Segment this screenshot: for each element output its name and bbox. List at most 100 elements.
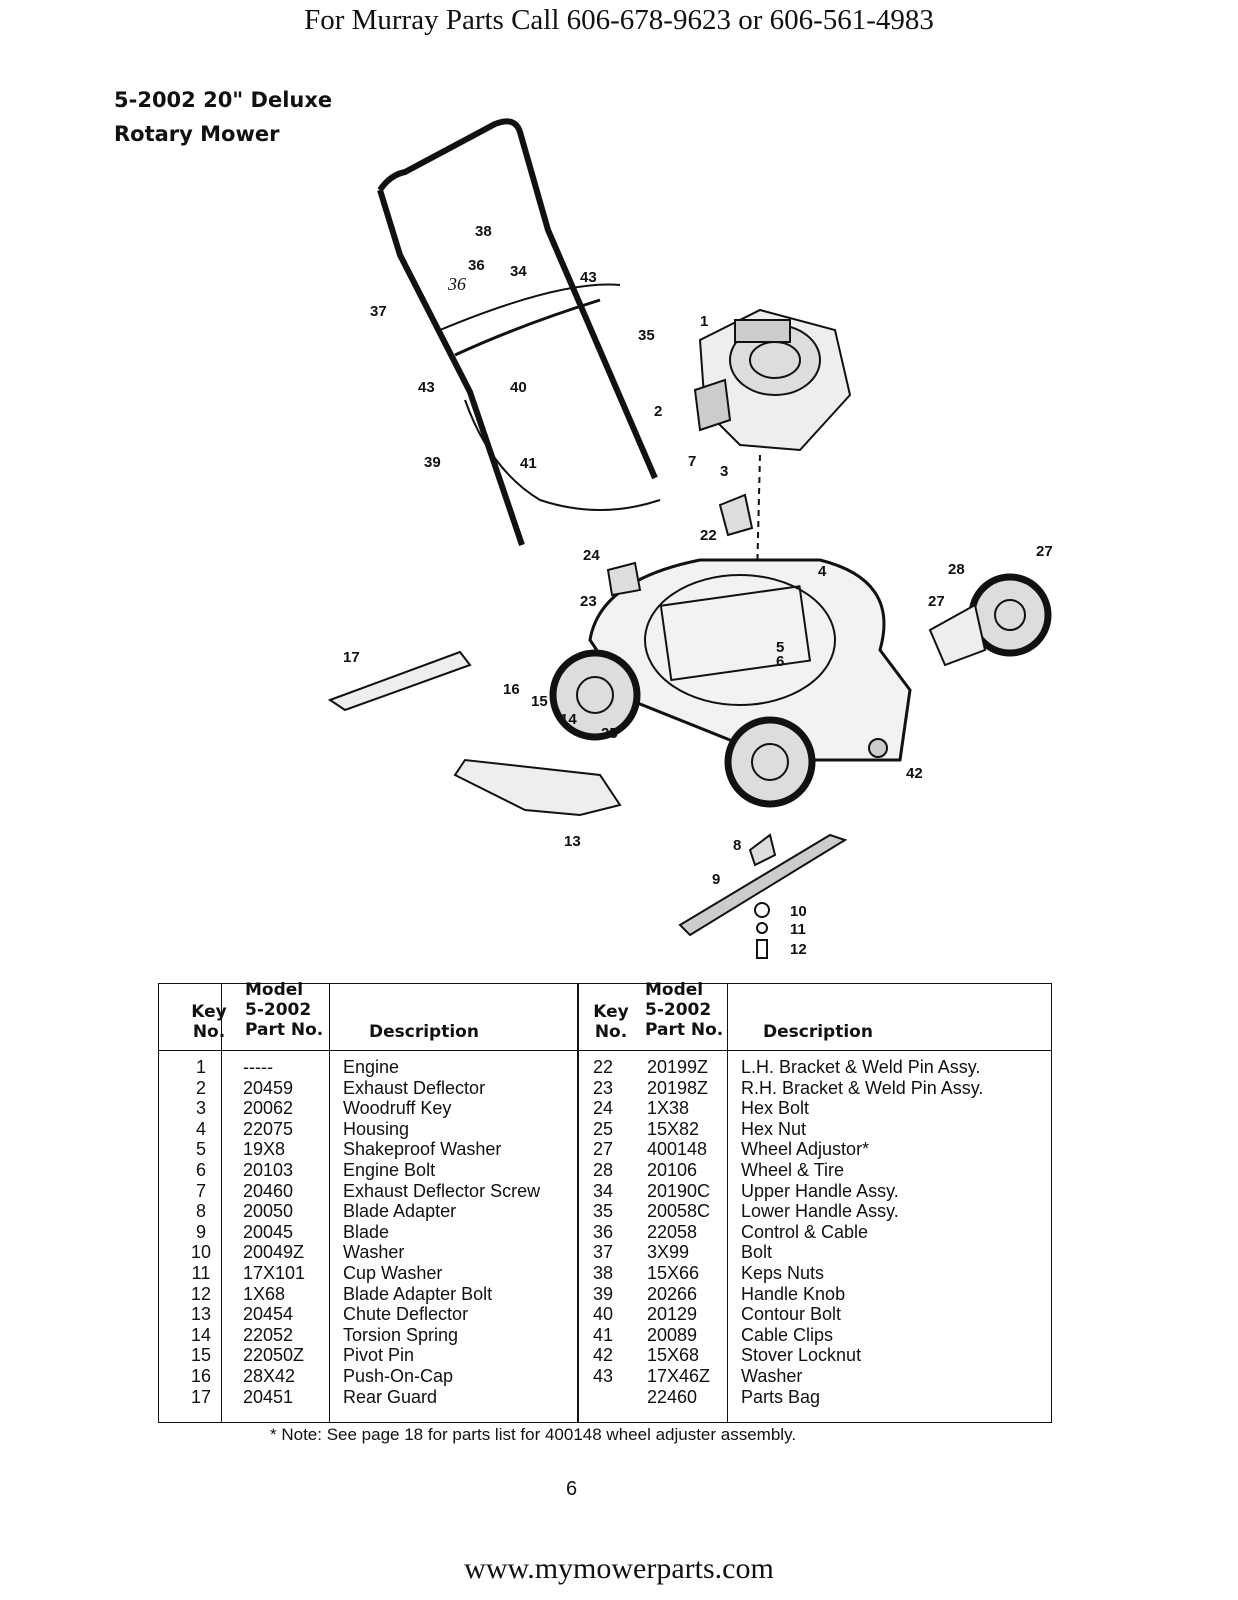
description-cell: Contour Bolt <box>741 1304 842 1325</box>
description-cell: Blade Adapter Bolt <box>343 1283 493 1304</box>
key-cell: 34 <box>592 1180 614 1201</box>
table-row: 41 20089 Cable Clips <box>577 1325 1051 1346</box>
part-number-cell: 20049Z <box>243 1242 305 1263</box>
part-callout: 17 <box>343 649 360 666</box>
key-cell: 36 <box>592 1221 614 1242</box>
description-cell: Bolt <box>741 1242 773 1263</box>
part-number-cell: 20045 <box>243 1221 294 1242</box>
part-number-cell: 20062 <box>243 1098 294 1119</box>
description-cell: Engine <box>343 1057 400 1077</box>
part-callout: 2 <box>654 403 662 420</box>
description-cell: Upper Handle Assy. <box>741 1180 899 1201</box>
key-cell: 27 <box>592 1139 614 1160</box>
description-cell: Parts Bag <box>741 1386 821 1407</box>
part-number-cell: 20459 <box>243 1077 294 1098</box>
part-callout: 7 <box>688 453 696 470</box>
description-cell: Washer <box>343 1242 405 1263</box>
part-callout: 42 <box>906 765 923 782</box>
key-cell: 3 <box>195 1098 206 1119</box>
part-callout: 5 <box>776 639 784 656</box>
part-number-cell: 20198Z <box>647 1077 709 1098</box>
key-cell: 4 <box>195 1118 206 1139</box>
key-cell: 13 <box>190 1304 212 1325</box>
part-callout: 3 <box>720 463 728 480</box>
part-number-cell: 22075 <box>243 1118 294 1139</box>
part-callout: 27 <box>928 593 945 610</box>
part-number-cell: 20190C <box>647 1180 711 1201</box>
part-number-cell: 20451 <box>243 1386 294 1407</box>
model-subtitle: Rotary Mower <box>114 122 280 146</box>
part-callout: 23 <box>580 593 597 610</box>
part-callout: 34 <box>510 263 527 280</box>
description-cell: Hex Nut <box>741 1118 807 1139</box>
part-callout: 6 <box>776 653 784 670</box>
table-row: 27 400148 Wheel Adjustor* <box>577 1139 1051 1160</box>
part-number-cell: 20129 <box>647 1304 698 1325</box>
part-callout: 16 <box>503 681 520 698</box>
part-number-cell: 20103 <box>243 1159 294 1180</box>
part-callout: 43 <box>580 269 597 286</box>
model-title: 5-2002 20" Deluxe <box>114 88 333 112</box>
description-cell: Control & Cable <box>741 1221 869 1242</box>
key-cell: 14 <box>190 1324 212 1345</box>
key-cell: 40 <box>592 1304 614 1325</box>
part-callout: 39 <box>424 454 441 471</box>
key-cell: 12 <box>190 1283 212 1304</box>
description-cell: Wheel & Tire <box>741 1159 845 1180</box>
description-cell: Washer <box>741 1365 803 1386</box>
description-cell: Keps Nuts <box>741 1262 825 1283</box>
description-cell: Cup Washer <box>343 1262 443 1283</box>
part-callout: 9 <box>712 871 720 888</box>
page-number: 6 <box>566 1478 578 1500</box>
key-cell: 6 <box>195 1159 206 1180</box>
description-cell: Wheel Adjustor* <box>741 1139 870 1160</box>
key-cell: 23 <box>592 1077 614 1098</box>
part-callout: 22 <box>700 527 717 544</box>
part-number-cell: 400148 <box>647 1139 708 1160</box>
description-cell: Cable Clips <box>741 1324 834 1345</box>
description-cell: Torsion Spring <box>343 1324 459 1345</box>
key-cell: 1 <box>195 1057 206 1077</box>
part-number-cell: 22052 <box>243 1324 294 1345</box>
part-callout: 40 <box>510 379 527 396</box>
part-number-cell: 20199Z <box>647 1057 709 1077</box>
part-number-cell: 20106 <box>647 1159 698 1180</box>
description-cell: Exhaust Deflector Screw <box>343 1180 541 1201</box>
part-number-cell: 20454 <box>243 1304 294 1325</box>
part-number-cell: 20089 <box>647 1324 698 1345</box>
part-number-cell: 1X38 <box>647 1098 690 1119</box>
key-cell: 16 <box>190 1365 212 1386</box>
part-number-cell: 22058 <box>647 1221 698 1242</box>
key-cell: 43 <box>592 1365 614 1386</box>
key-cell: 41 <box>592 1324 614 1345</box>
table-row: 36 22058 Control & Cable <box>577 1222 1051 1243</box>
description-cell: Stover Locknut <box>741 1345 862 1366</box>
key-cell: 39 <box>592 1283 614 1304</box>
description-cell: Blade Adapter <box>343 1201 457 1222</box>
part-callout: 14 <box>560 711 577 728</box>
part-callout: 36 <box>468 257 485 274</box>
part-number-cell: 19X8 <box>243 1139 286 1160</box>
page-header: For Murray Parts Call 606-678-9623 or 60… <box>304 4 934 36</box>
